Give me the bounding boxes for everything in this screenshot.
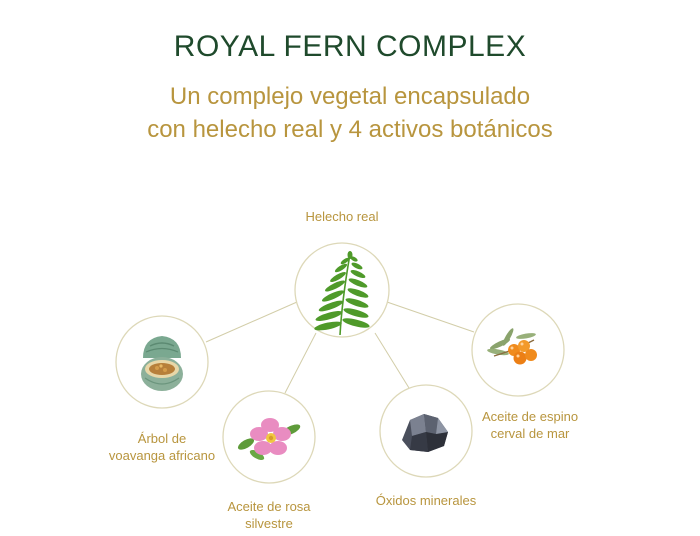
- mid-right-node-label: Óxidos minerales: [370, 492, 482, 509]
- connector-mid-left: [284, 332, 317, 394]
- subtitle-line-1: Un complejo vegetal encapsulado: [169, 83, 531, 110]
- page-subtitle: Un complejo vegetal encapsulado con hele…: [0, 80, 700, 146]
- connector-lines: [205, 301, 475, 394]
- connector-mid-right: [374, 332, 410, 389]
- wild-rose-icon: [237, 418, 301, 461]
- left-node-label-line-2: voavanga africano: [108, 448, 216, 463]
- fern-icon: [314, 251, 370, 336]
- center-node-circle: [294, 242, 390, 338]
- right-node-label: Aceite de espino cerval de mar: [470, 408, 590, 442]
- right-node-label-line-1: Aceite de espino: [481, 409, 579, 424]
- mid-left-node-label-line-2: silvestre: [245, 516, 293, 531]
- connector-right: [386, 301, 475, 333]
- voavanga-fruit-icon: [141, 336, 183, 391]
- right-node-label-line-2: cerval de mar: [490, 426, 570, 441]
- left-node-label: Árbol de voavanga africano: [100, 430, 224, 464]
- left-node-label-line-1: Árbol de: [137, 431, 187, 446]
- mid-left-node-label-line-1: Aceite de rosa: [227, 499, 311, 514]
- mid-right-node-label-line-1: Óxidos minerales: [375, 493, 477, 508]
- subtitle-line-2: con helecho real y 4 activos botánicos: [147, 116, 553, 143]
- center-node-label: Helecho real: [282, 208, 402, 225]
- mineral-rock-icon: [402, 414, 448, 452]
- page-title: ROYAL FERN COMPLEX: [173, 30, 527, 63]
- mid-left-node-label: Aceite de rosa silvestre: [214, 498, 324, 532]
- sea-buckthorn-icon: [487, 328, 537, 365]
- connector-left: [205, 301, 298, 343]
- center-node-label-line-1: Helecho real: [305, 209, 379, 224]
